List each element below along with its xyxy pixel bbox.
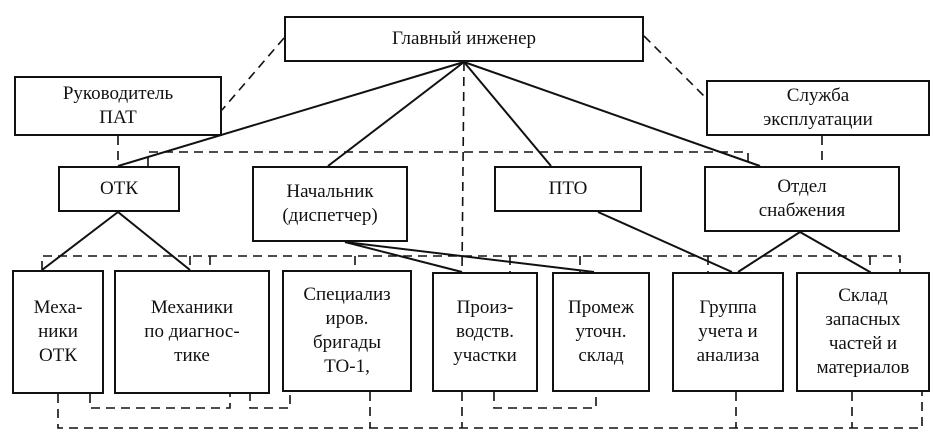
operations-service-label: Служба эксплуатации xyxy=(763,85,873,130)
production-sections-label: Произ- водств. участки xyxy=(453,297,517,366)
intermediate-warehouse-label: Промеж уточн. склад xyxy=(568,297,634,366)
dashed-chief-head xyxy=(221,37,285,111)
dashed-chief-operations xyxy=(643,35,707,99)
otk-mechanics-box: Меха- ники ОТК xyxy=(12,270,104,394)
spare-parts-warehouse-label: Склад запасных частей и материалов xyxy=(816,285,910,378)
link-supply-warehouse xyxy=(799,231,871,273)
to1-specialists-label: Специализ иров. бригады ТО-1, xyxy=(303,284,391,377)
head-pat-label: Руководитель ПАТ xyxy=(62,83,174,128)
dashed-chief-to1 xyxy=(461,61,465,273)
dashed-bottom-seg-1 xyxy=(89,392,231,409)
diagnostics-mechanics-label: Механики по диагнос- тике xyxy=(144,297,240,366)
to1-specialists-box: Специализ иров. бригады ТО-1, xyxy=(282,270,412,392)
diagnostics-mechanics-box: Механики по диагнос- тике xyxy=(114,270,270,394)
link-dispatcher-production xyxy=(344,241,463,273)
operations-service-box: Служба эксплуатации xyxy=(706,80,930,136)
link-supply-accounting xyxy=(737,231,801,273)
dashed-bus-middle xyxy=(147,151,749,166)
link-otk-diagnostics xyxy=(117,211,191,271)
intermediate-warehouse-box: Промеж уточн. склад xyxy=(552,272,650,392)
otk-mechanics-label: Меха- ники ОТК xyxy=(33,297,83,366)
link-chief-pto xyxy=(463,61,552,167)
supply-dept-box: Отдел снабжения xyxy=(704,166,900,232)
link-chief-dispatcher xyxy=(327,61,465,167)
link-chief-supply xyxy=(463,61,761,167)
dashed-bottom-seg-5 xyxy=(493,392,597,409)
spare-parts-warehouse-box: Склад запасных частей и материалов xyxy=(796,272,930,392)
otk-box: ОТК xyxy=(58,166,180,212)
accounting-group-box: Группа учета и анализа xyxy=(672,272,784,392)
link-chief-otk xyxy=(117,61,465,167)
link-otk-otk-mechanics xyxy=(41,211,119,271)
link-dispatcher-warehouse xyxy=(344,241,595,273)
pto-label: ПТО xyxy=(548,178,588,199)
otk-label: ОТК xyxy=(100,178,138,199)
chief-engineer-box: Главный инженер xyxy=(284,16,644,62)
dashed-bus-bottom xyxy=(57,390,923,429)
dashed-bottom-seg-2 xyxy=(249,392,291,409)
link-pto-accounting xyxy=(597,211,733,273)
supply-dept-label: Отдел снабжения xyxy=(758,176,846,221)
chief-dispatcher-label: Начальник (диспетчер) xyxy=(282,181,378,226)
chief-dispatcher-box: Начальник (диспетчер) xyxy=(252,166,408,242)
pto-box: ПТО xyxy=(494,166,642,212)
head-pat-box: Руководитель ПАТ xyxy=(14,76,222,136)
production-sections-box: Произ- водств. участки xyxy=(432,272,538,392)
dashed-bus-lower-top xyxy=(41,255,901,272)
accounting-group-label: Группа учета и анализа xyxy=(696,297,760,366)
chief-engineer-label: Главный инженер xyxy=(391,28,537,49)
